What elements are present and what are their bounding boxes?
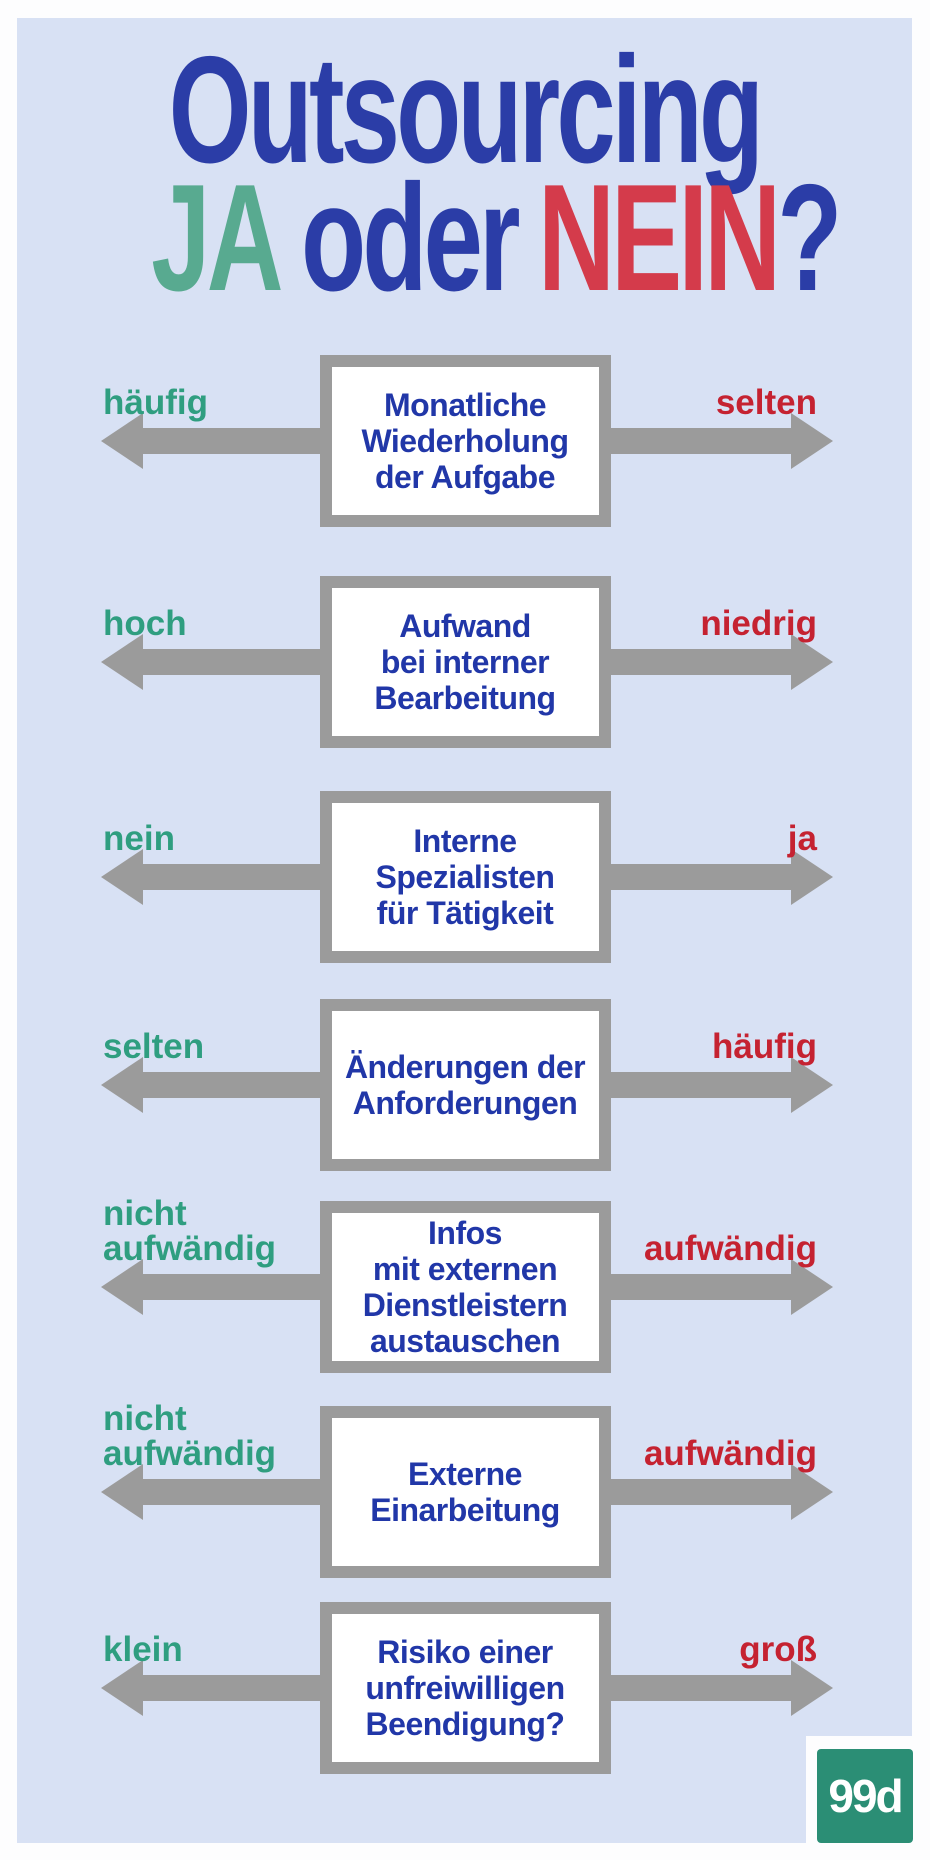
criterion-row: hoch niedrig Aufwand bei interner Bearbe… [17, 562, 912, 762]
criterion-box: Aufwand bei interner Bearbeitung [319, 576, 611, 748]
title-nein: NEIN [538, 153, 781, 323]
yes-side-label: nein [103, 819, 175, 858]
logo-backing: 99d [806, 1736, 930, 1860]
criterion-text: Monatliche Wiederholung der Aufgabe [361, 387, 569, 495]
criterion-row: selten häufig Änderungen der Anforderung… [17, 985, 912, 1185]
criterion-text: Risiko einer unfreiwilligen Beendigung? [365, 1634, 565, 1742]
yes-side-label: nicht aufwändig [103, 1399, 277, 1473]
yes-side-label: selten [103, 1027, 205, 1066]
title-question-mark: ? [777, 153, 842, 323]
criterion-row: klein groß Risiko einer unfreiwilligen B… [17, 1588, 912, 1788]
no-side-label: häufig [712, 1027, 817, 1066]
yes-side-label: häufig [103, 383, 208, 422]
no-side-label: aufwändig [643, 1434, 817, 1473]
criterion-row: nicht aufwändig aufwändig Infos mit exte… [17, 1187, 912, 1387]
no-side-label: groß [739, 1630, 817, 1669]
criterion-box: Monatliche Wiederholung der Aufgabe [319, 355, 611, 527]
criterion-row: nein ja Interne Spezialisten für Tätigke… [17, 777, 912, 977]
logo-99designs: 99d [817, 1749, 913, 1843]
criterion-box: Externe Einarbeitung [319, 1406, 611, 1578]
criterion-box: Infos mit externen Dienstleistern austau… [319, 1201, 611, 1373]
criterion-text: Interne Spezialisten für Tätigkeit [375, 823, 555, 931]
title-ja: JA [151, 153, 283, 323]
title-oder: oder [301, 153, 520, 323]
no-side-label: selten [715, 383, 817, 422]
yes-side-label: hoch [103, 604, 187, 643]
criterion-box: Risiko einer unfreiwilligen Beendigung? [319, 1602, 611, 1774]
yes-side-label: klein [103, 1630, 183, 1669]
no-side-label: niedrig [700, 604, 817, 643]
criterion-row: häufig selten Monatliche Wiederholung de… [17, 341, 912, 541]
yes-side-label: nicht aufwändig [103, 1194, 277, 1268]
criterion-text: Infos mit externen Dienstleistern austau… [362, 1215, 568, 1359]
criterion-text: Externe Einarbeitung [370, 1456, 560, 1528]
logo-text: 99d [828, 1770, 903, 1822]
criterion-box: Interne Spezialisten für Tätigkeit [319, 791, 611, 963]
title-line-1: Outsourcing [168, 25, 764, 195]
criterion-row: nicht aufwändig aufwändig Externe Einarb… [17, 1392, 912, 1592]
no-side-label: aufwändig [643, 1229, 817, 1268]
criterion-text: Aufwand bei interner Bearbeitung [374, 608, 556, 716]
no-side-label: ja [787, 819, 817, 858]
criterion-box: Änderungen der Anforderungen [319, 999, 611, 1171]
criterion-text: Änderungen der Anforderungen [344, 1049, 586, 1121]
